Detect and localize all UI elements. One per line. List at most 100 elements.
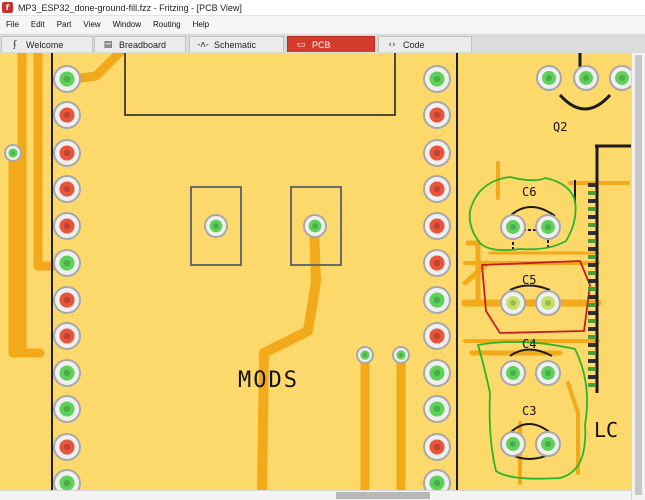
menu-routing[interactable]: Routing xyxy=(153,20,181,29)
button-pad xyxy=(204,214,228,238)
tab-label: Code xyxy=(403,39,425,50)
menu-file[interactable]: File xyxy=(6,20,19,29)
lcd-pin xyxy=(588,335,596,339)
header-pad xyxy=(53,139,81,167)
markup-annotations xyxy=(468,176,591,480)
horizontal-scrollbar[interactable] xyxy=(0,490,631,500)
header-pad xyxy=(423,286,451,314)
vertical-scrollbar[interactable] xyxy=(631,53,645,500)
antenna-outline xyxy=(124,53,396,116)
lcd-pin xyxy=(588,359,596,363)
lcd-pin xyxy=(588,183,596,187)
c5-arc xyxy=(509,284,551,291)
lcd-pin xyxy=(588,343,596,347)
header-pad xyxy=(53,286,81,314)
header-pad xyxy=(423,395,451,423)
button-pad xyxy=(303,214,327,238)
fritzing-app-icon: f xyxy=(2,2,13,13)
c4-pad xyxy=(500,360,526,386)
window-title: MP3_ESP32_done-ground-fill.fzz - Fritzin… xyxy=(18,2,242,13)
label-lcd: LC xyxy=(594,418,618,442)
menu-window[interactable]: Window xyxy=(112,20,142,29)
green-annotation-c6 xyxy=(468,176,577,252)
lcd-pin xyxy=(588,247,596,251)
header-pad xyxy=(423,175,451,203)
menu-help[interactable]: Help xyxy=(192,20,210,29)
trace xyxy=(257,223,321,490)
lcd-pin xyxy=(588,287,596,291)
fritzing-icon: ʄ xyxy=(13,39,17,50)
header-pad xyxy=(53,212,81,240)
via-pad xyxy=(392,346,410,364)
header-pad xyxy=(423,101,451,129)
lcd-pin xyxy=(588,271,596,275)
header-pad xyxy=(423,65,451,93)
q2-pad xyxy=(609,65,631,91)
header-pad xyxy=(53,175,81,203)
c4-pad xyxy=(535,360,561,386)
c6-arc xyxy=(509,206,556,217)
header-pad xyxy=(423,212,451,240)
tab-label: Schematic xyxy=(214,39,257,50)
tab-pcb[interactable]: ▭ PCB xyxy=(287,36,375,52)
pcb-view[interactable]: MODS Q2 C6 C5 C4 C3 LC xyxy=(0,53,631,490)
lcd-pin xyxy=(588,311,596,315)
lcd-pin xyxy=(588,191,596,195)
lcd-pin xyxy=(588,367,596,371)
lcd-pin xyxy=(588,199,596,203)
lcd-pin xyxy=(588,223,596,227)
pads xyxy=(4,65,631,490)
via-pad xyxy=(356,346,374,364)
lcd-pin xyxy=(588,263,596,267)
c4-arc xyxy=(509,348,553,357)
c3-pad xyxy=(535,431,561,457)
menu-bar: File Edit Part View Window Routing Help xyxy=(0,16,645,33)
q2-pad xyxy=(536,65,562,91)
lcd-pin xyxy=(588,319,596,323)
header-pad xyxy=(423,139,451,167)
header-pad xyxy=(53,322,81,350)
header-pad xyxy=(423,433,451,461)
header-pad xyxy=(53,359,81,387)
tab-welcome[interactable]: ʄ Welcome xyxy=(1,36,93,52)
lcd-pin xyxy=(588,295,596,299)
schematic-icon: -ᴧ- xyxy=(197,39,209,50)
header-pad xyxy=(53,65,81,93)
trace xyxy=(465,240,481,306)
lcd-pin xyxy=(588,279,596,283)
menu-part[interactable]: Part xyxy=(56,20,72,29)
header-pad xyxy=(53,101,81,129)
lcd-pin xyxy=(588,383,596,387)
lcd-pin xyxy=(588,255,596,259)
menu-edit[interactable]: Edit xyxy=(30,20,45,29)
lcd-pin xyxy=(588,327,596,331)
c5-pad xyxy=(500,290,526,316)
header-pad xyxy=(53,249,81,277)
menu-view[interactable]: View xyxy=(83,20,101,29)
code-icon: ‹› xyxy=(388,39,396,50)
button-outline-right xyxy=(290,186,342,266)
silkscreen-outlines xyxy=(51,53,631,490)
pcb-canvas[interactable]: MODS Q2 C6 C5 C4 C3 LC xyxy=(0,53,631,490)
tab-code[interactable]: ‹› Code xyxy=(378,36,472,52)
q2-outline xyxy=(558,93,612,111)
label-c5: C5 xyxy=(522,273,536,287)
view-tab-bar: ʄ Welcome ▤ Breadboard -ᴧ- Schematic ▭ P… xyxy=(0,34,645,54)
vertical-scroll-thumb[interactable] xyxy=(635,55,642,495)
header-pad xyxy=(423,469,451,490)
horizontal-scroll-thumb[interactable] xyxy=(336,492,430,499)
header-pad xyxy=(423,322,451,350)
q2-pad xyxy=(573,65,599,91)
red-annotation-c5 xyxy=(481,260,591,334)
label-c6: C6 xyxy=(522,185,536,199)
c6-pad xyxy=(535,214,561,240)
tab-label: PCB xyxy=(312,39,331,50)
header-pad xyxy=(423,249,451,277)
lcd-pin xyxy=(588,351,596,355)
title-bar: f MP3_ESP32_done-ground-fill.fzz - Fritz… xyxy=(0,0,645,16)
tab-schematic[interactable]: -ᴧ- Schematic xyxy=(189,36,284,52)
tab-breadboard[interactable]: ▤ Breadboard xyxy=(94,36,186,52)
lcd-pin xyxy=(588,231,596,235)
breadboard-icon: ▤ xyxy=(103,39,113,50)
tab-label: Breadboard xyxy=(119,39,167,50)
